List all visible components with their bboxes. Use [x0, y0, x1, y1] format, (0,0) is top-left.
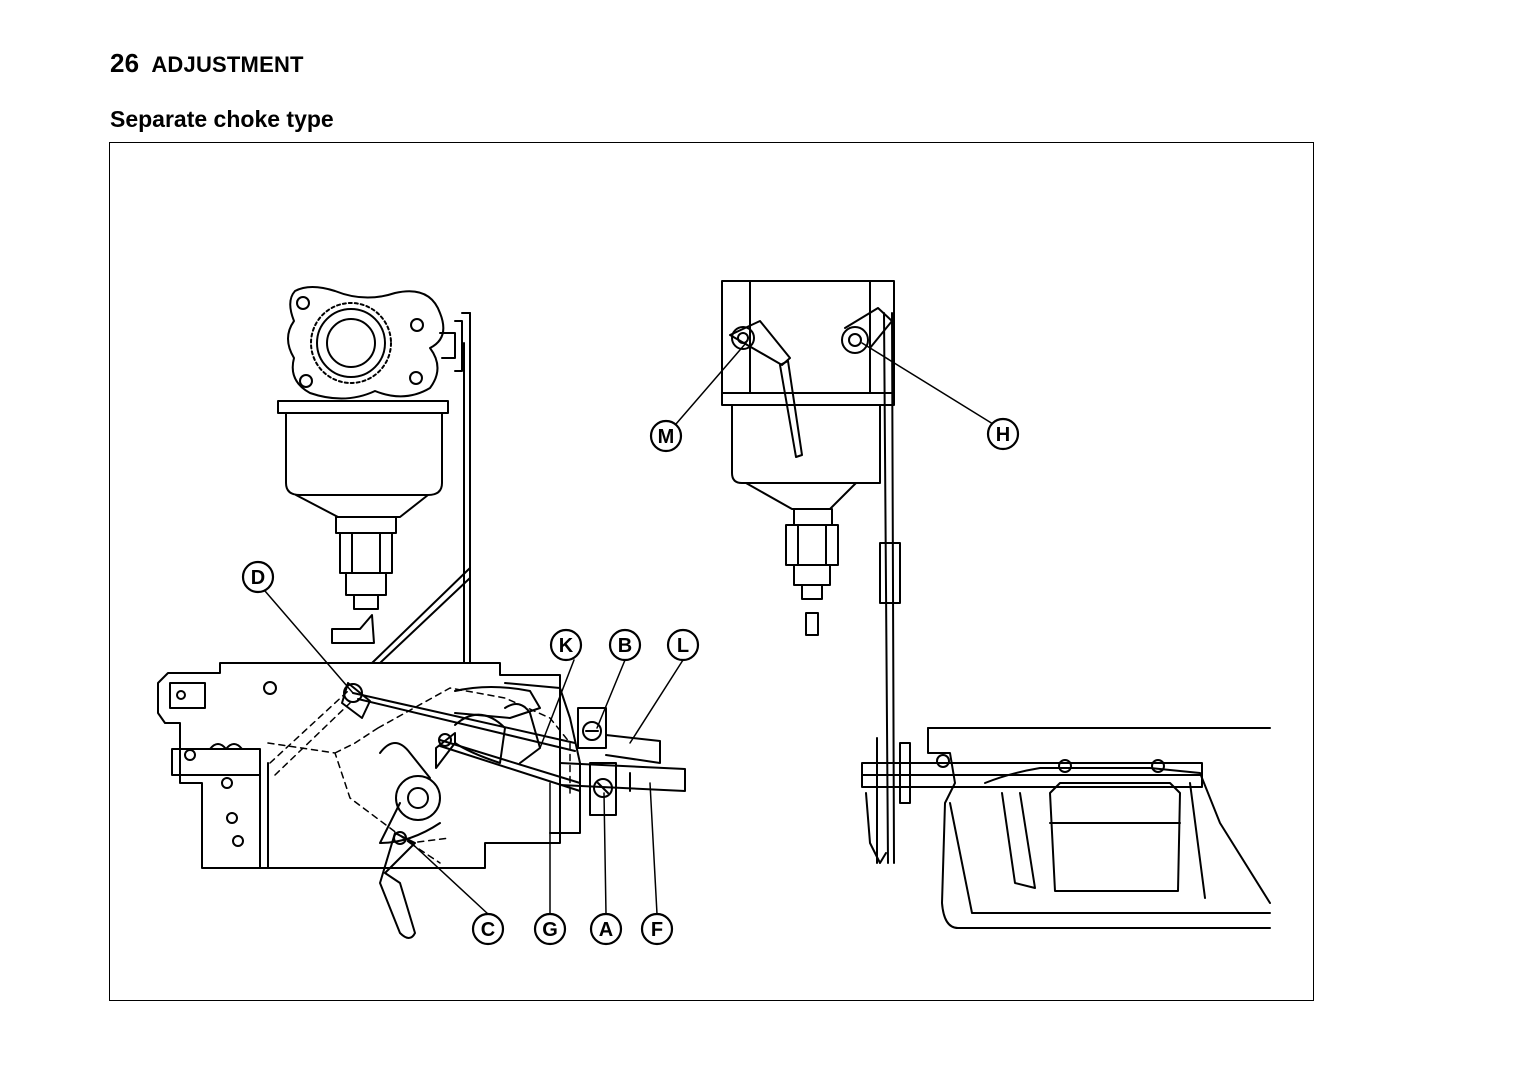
callout-D: D	[241, 560, 275, 594]
page-number: 26	[110, 48, 140, 78]
callout-M: M	[649, 419, 683, 453]
svg-text:L: L	[677, 635, 689, 657]
svg-text:C: C	[481, 919, 495, 941]
callout-leader-lines	[264, 342, 994, 915]
svg-text:F: F	[651, 919, 663, 941]
callout-F: F	[640, 912, 674, 946]
svg-text:M: M	[658, 426, 675, 448]
svg-text:H: H	[996, 424, 1010, 446]
svg-text:A: A	[599, 919, 613, 941]
callout-H: H	[986, 417, 1020, 451]
left-carburetor-assembly	[157, 286, 686, 939]
svg-text:G: G	[542, 919, 558, 941]
callout-B: B	[608, 628, 642, 662]
svg-text:D: D	[251, 567, 265, 589]
svg-text:K: K	[559, 635, 574, 657]
callout-C: C	[471, 912, 505, 946]
carburetor-diagram-frame: D K B L C G A F	[109, 142, 1314, 1001]
svg-text:B: B	[618, 635, 632, 657]
figure-subtitle: Separate choke type	[110, 106, 334, 132]
callout-L: L	[666, 628, 700, 662]
section-heading: ADJUSTMENT	[151, 52, 304, 77]
carburetor-diagram: D K B L C G A F	[157, 280, 1271, 946]
right-carburetor-assembly	[721, 280, 1271, 929]
callout-G: G	[533, 912, 567, 946]
page-header: 26 ADJUSTMENT	[110, 48, 304, 79]
callout-K: K	[549, 628, 583, 662]
callout-A: A	[589, 912, 623, 946]
